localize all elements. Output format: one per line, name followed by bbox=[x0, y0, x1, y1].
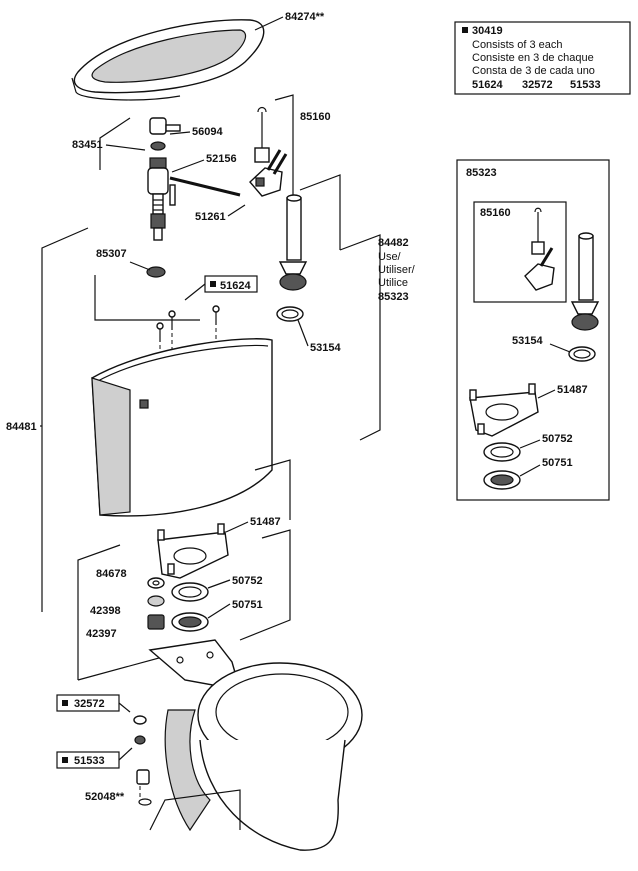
label-use-en: Use/ bbox=[378, 251, 402, 263]
boxed-hardware bbox=[56, 694, 152, 806]
label-fill-cap: 56094 bbox=[192, 126, 223, 138]
tank-gaskets bbox=[171, 582, 209, 632]
label-bolt-boxed: 51624 bbox=[220, 280, 251, 292]
label-flush-kit-top: 85160 bbox=[300, 111, 331, 123]
label-tank-gasket-plate: 51487 bbox=[250, 516, 281, 528]
kit-box-item-3: 51533 bbox=[570, 79, 601, 91]
sub-kit-gasket: 53154 bbox=[512, 335, 543, 347]
fill-valve bbox=[146, 117, 241, 278]
toilet-bowl bbox=[148, 639, 363, 851]
label-washer-boxed: 32572 bbox=[74, 698, 105, 710]
label-lid: 84274** bbox=[285, 11, 325, 23]
flush-handle-assembly bbox=[249, 106, 288, 197]
kit-box-id: 30419 bbox=[472, 25, 503, 37]
label-nut-84678: 84678 bbox=[96, 568, 127, 580]
tank bbox=[91, 338, 273, 517]
kit-box-item-1: 51624 bbox=[472, 79, 503, 91]
label-nut-42397: 42397 bbox=[86, 628, 117, 640]
flush-valve-tube bbox=[276, 194, 308, 322]
label-gasket-top: 53154 bbox=[310, 342, 341, 354]
label-gasket-50751: 50751 bbox=[232, 599, 263, 611]
sub-kit-id: 85323 bbox=[466, 167, 497, 179]
sub-kit-box bbox=[456, 159, 610, 501]
label-use-ref: 85323 bbox=[378, 291, 409, 303]
label-fill-valve-kit: 83451 bbox=[72, 139, 103, 151]
kit-box-line-en: Consists of 3 each bbox=[472, 39, 563, 51]
label-washer-42398: 42398 bbox=[90, 605, 121, 617]
label-tank: 84481 bbox=[6, 421, 37, 433]
sub-kit-gasket-b: 50751 bbox=[542, 457, 573, 469]
kit-box-line-es: Consta de 3 de cada uno bbox=[472, 65, 595, 77]
kit-box-item-2: 32572 bbox=[522, 79, 553, 91]
label-chain-clip: 51261 bbox=[195, 211, 226, 223]
tank-lid bbox=[71, 19, 265, 101]
kit-box bbox=[454, 21, 631, 95]
tank-nuts bbox=[147, 577, 165, 630]
label-use-es: Utilice bbox=[378, 277, 408, 289]
label-floor-bolt: 52048** bbox=[85, 791, 125, 803]
label-nut-boxed: 51533 bbox=[74, 755, 105, 767]
kit-box-line-fr: Consiste en 3 de chaque bbox=[472, 52, 594, 64]
sub-kit-gasket-a: 50752 bbox=[542, 433, 573, 445]
tank-hardware-bracket bbox=[77, 459, 291, 681]
sub-kit-plate: 51487 bbox=[557, 384, 588, 396]
sub-kit-inner-id: 85160 bbox=[480, 207, 511, 219]
label-fill-valve: 52156 bbox=[206, 153, 237, 165]
label-use-fr: Utiliser/ bbox=[378, 264, 416, 276]
fill-valve-bracket bbox=[41, 94, 381, 612]
tank-gasket-plate bbox=[157, 523, 229, 579]
label-gasket-50752: 50752 bbox=[232, 575, 263, 587]
label-flush-valve-ref: 84482 bbox=[378, 237, 409, 249]
label-fill-washer: 85307 bbox=[96, 248, 127, 260]
